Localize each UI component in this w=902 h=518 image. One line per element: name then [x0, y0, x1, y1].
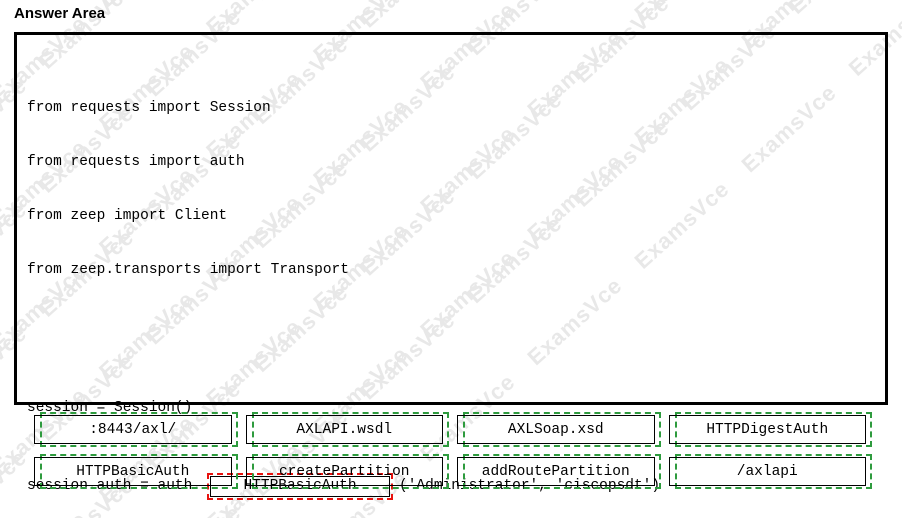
page-title: Answer Area [14, 5, 106, 22]
option-dashed-outline [251, 412, 449, 447]
option-label: HTTPBasicAuth [34, 457, 232, 486]
option-label: addRoutePartition [457, 457, 655, 486]
option-label: HTTPDigestAuth [668, 415, 866, 444]
watermark-text: ExamsVceExamsVceExamsVceExamsVceExamsVce… [0, 0, 902, 19]
code-text: session.auth = auth. [27, 478, 202, 494]
drop-slot-auth-method[interactable]: HTTPBasicAuth [207, 472, 394, 500]
code-line: from zeep import Client [27, 208, 228, 224]
code-line-with-slot: session.auth = auth. HTTPBasicAuth ('Adm… [27, 471, 885, 501]
code-line: from requests import Session [27, 100, 271, 116]
code-text: ('Administrator', 'ciscopsdt') [399, 478, 661, 494]
option-dashed-outline [463, 454, 661, 489]
option-createpartition[interactable]: createPartition [245, 454, 449, 489]
option-addroutepartition[interactable]: addRoutePartition [457, 454, 661, 489]
option-label: AXLSoap.xsd [457, 415, 655, 444]
option-digestauth[interactable]: HTTPDigestAuth [668, 412, 872, 447]
option-xsd[interactable]: AXLSoap.xsd [457, 412, 661, 447]
option-port[interactable]: :8443/axl/ [34, 412, 238, 447]
option-dashed-outline [40, 412, 238, 447]
option-dashed-outline [40, 454, 238, 489]
answer-area-code-panel: from requests import Session from reques… [14, 32, 888, 500]
code-line: from requests import auth [27, 154, 245, 170]
option-dashed-outline [674, 454, 872, 489]
code-line: from zeep.transports import Transport [27, 262, 349, 278]
option-axlapi[interactable]: /axlapi [668, 454, 872, 489]
code-spacer [27, 333, 885, 345]
option-label: createPartition [245, 457, 443, 486]
option-basicauth[interactable]: HTTPBasicAuth [34, 454, 238, 489]
option-dashed-outline [674, 412, 872, 447]
option-dashed-outline [463, 412, 661, 447]
answer-options: :8443/axl/ AXLAPI.wsdl AXLSoap.xsd HTTPD… [0, 412, 902, 496]
option-wsdl[interactable]: AXLAPI.wsdl [245, 412, 449, 447]
option-row-1: :8443/axl/ AXLAPI.wsdl AXLSoap.xsd HTTPD… [0, 412, 902, 454]
option-label: /axlapi [668, 457, 866, 486]
option-label: :8443/axl/ [34, 415, 232, 444]
code-block: from requests import Session from reques… [17, 35, 885, 518]
drop-slot-auth-method-value: HTTPBasicAuth [210, 475, 391, 497]
option-row-2: HTTPBasicAuth createPartition addRoutePa… [0, 454, 902, 496]
option-dashed-outline [251, 454, 449, 489]
option-label: AXLAPI.wsdl [245, 415, 443, 444]
